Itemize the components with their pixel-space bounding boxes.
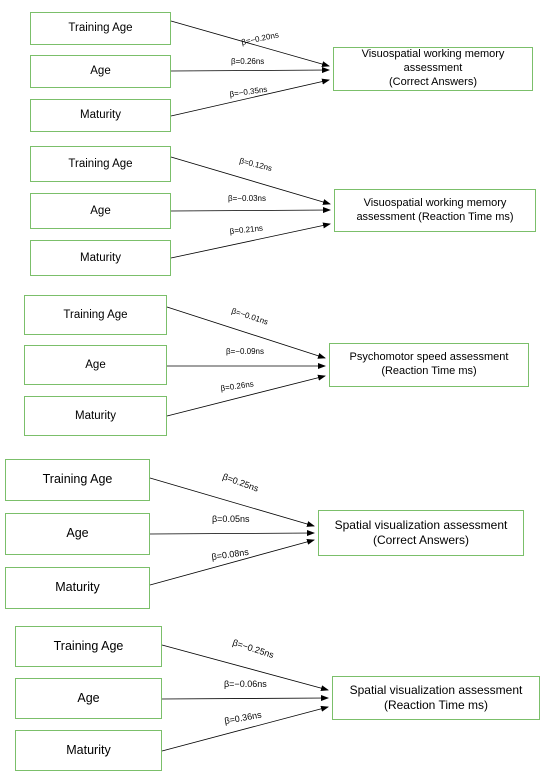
predictor-box-training-age: Training Age (15, 626, 162, 667)
outcome-label: Visuospatial working memory assessment (… (356, 197, 513, 225)
path-arrow-age (161, 695, 329, 702)
path-arrow-training-age (170, 156, 331, 205)
path-arrow-age (170, 67, 330, 74)
outcome-box: Spatial visualization assessment (Reacti… (332, 676, 540, 720)
beta-label-age: β=−0.09ns (226, 347, 264, 356)
path-arrow-maturity (149, 538, 315, 586)
predictor-box-age: Age (30, 193, 171, 229)
outcome-box: Spatial visualization assessment (Correc… (318, 510, 524, 556)
predictor-box-training-age: Training Age (24, 295, 167, 335)
predictor-box-maturity: Maturity (5, 567, 150, 609)
outcome-line: (Reaction Time ms) (381, 365, 477, 377)
outcome-line: (Correct Answers) (372, 533, 469, 547)
beta-label-training-age: β=−0.25ns (231, 637, 275, 660)
predictor-box-maturity: Maturity (15, 730, 162, 771)
outcome-box: Psychomotor speed assessment (Reaction T… (329, 343, 529, 387)
path-arrow-maturity (170, 78, 330, 117)
predictor-box-age: Age (5, 513, 150, 555)
outcome-label: Psychomotor speed assessment (Reaction T… (350, 351, 509, 379)
predictor-label: Training Age (42, 472, 113, 487)
beta-label-maturity: β=0.36ns (224, 710, 263, 726)
outcome-line: (Reaction Time ms) (383, 698, 488, 712)
predictor-label: Age (90, 204, 111, 217)
outcome-line: assessment (Reaction Time ms) (356, 210, 514, 223)
predictor-label: Training Age (53, 638, 124, 653)
predictor-box-maturity: Maturity (24, 396, 167, 436)
predictor-box-age: Age (15, 678, 162, 719)
predictor-box-maturity: Maturity (30, 240, 171, 276)
path-arrow-maturity (166, 374, 326, 417)
path-arrow-training-age (170, 20, 330, 67)
path-arrow-training-age (166, 306, 326, 359)
predictor-label: Maturity (75, 409, 116, 422)
predictor-label: Age (66, 526, 89, 541)
outcome-label: Visuospatial working memory assessment (… (362, 48, 505, 89)
predictor-label: Maturity (66, 742, 111, 757)
path-arrow-age (149, 530, 315, 537)
path-arrow-training-age (149, 477, 315, 527)
path-arrow-training-age (161, 644, 329, 692)
path-arrow-maturity (161, 705, 329, 752)
predictor-label: Age (90, 65, 111, 78)
outcome-line: Visuospatial working memory (361, 48, 505, 61)
outcome-box: Visuospatial working memory assessment (… (334, 189, 536, 232)
predictor-label: Training Age (68, 157, 133, 170)
predictor-label: Age (77, 690, 100, 705)
predictor-box-maturity: Maturity (30, 99, 171, 132)
predictor-box-age: Age (30, 55, 171, 88)
predictor-box-age: Age (24, 345, 167, 385)
beta-label-age: β=−0.06ns (224, 679, 267, 689)
beta-label-maturity: β=0.21ns (229, 224, 263, 236)
predictor-box-training-age: Training Age (30, 146, 171, 182)
predictor-label: Maturity (55, 580, 100, 595)
predictor-box-training-age: Training Age (30, 12, 171, 45)
beta-label-age: β=−0.03ns (228, 194, 266, 203)
outcome-label: Spatial visualization assessment (Correc… (335, 518, 508, 548)
path-arrow-maturity (170, 222, 331, 259)
outcome-line: Spatial visualization assessment (349, 683, 523, 697)
path-arrow-age (170, 207, 331, 214)
outcome-line: assessment (403, 62, 463, 75)
outcome-line: Spatial visualization assessment (334, 518, 508, 532)
outcome-box: Visuospatial working memory assessment (… (333, 47, 533, 91)
outcome-line: Visuospatial working memory (363, 196, 507, 209)
predictor-label: Training Age (68, 22, 133, 35)
outcome-line: Psychomotor speed assessment (349, 351, 509, 364)
predictor-label: Maturity (80, 251, 121, 264)
predictor-box-training-age: Training Age (5, 459, 150, 501)
predictor-label: Age (85, 358, 106, 371)
beta-label-age: β=0.26ns (231, 57, 264, 66)
outcome-line: (Correct Answers) (388, 75, 477, 88)
predictor-label: Maturity (80, 109, 121, 122)
outcome-label: Spatial visualization assessment (Reacti… (350, 683, 523, 713)
predictor-label: Training Age (63, 308, 128, 321)
beta-label-age: β=0.05ns (212, 514, 250, 524)
